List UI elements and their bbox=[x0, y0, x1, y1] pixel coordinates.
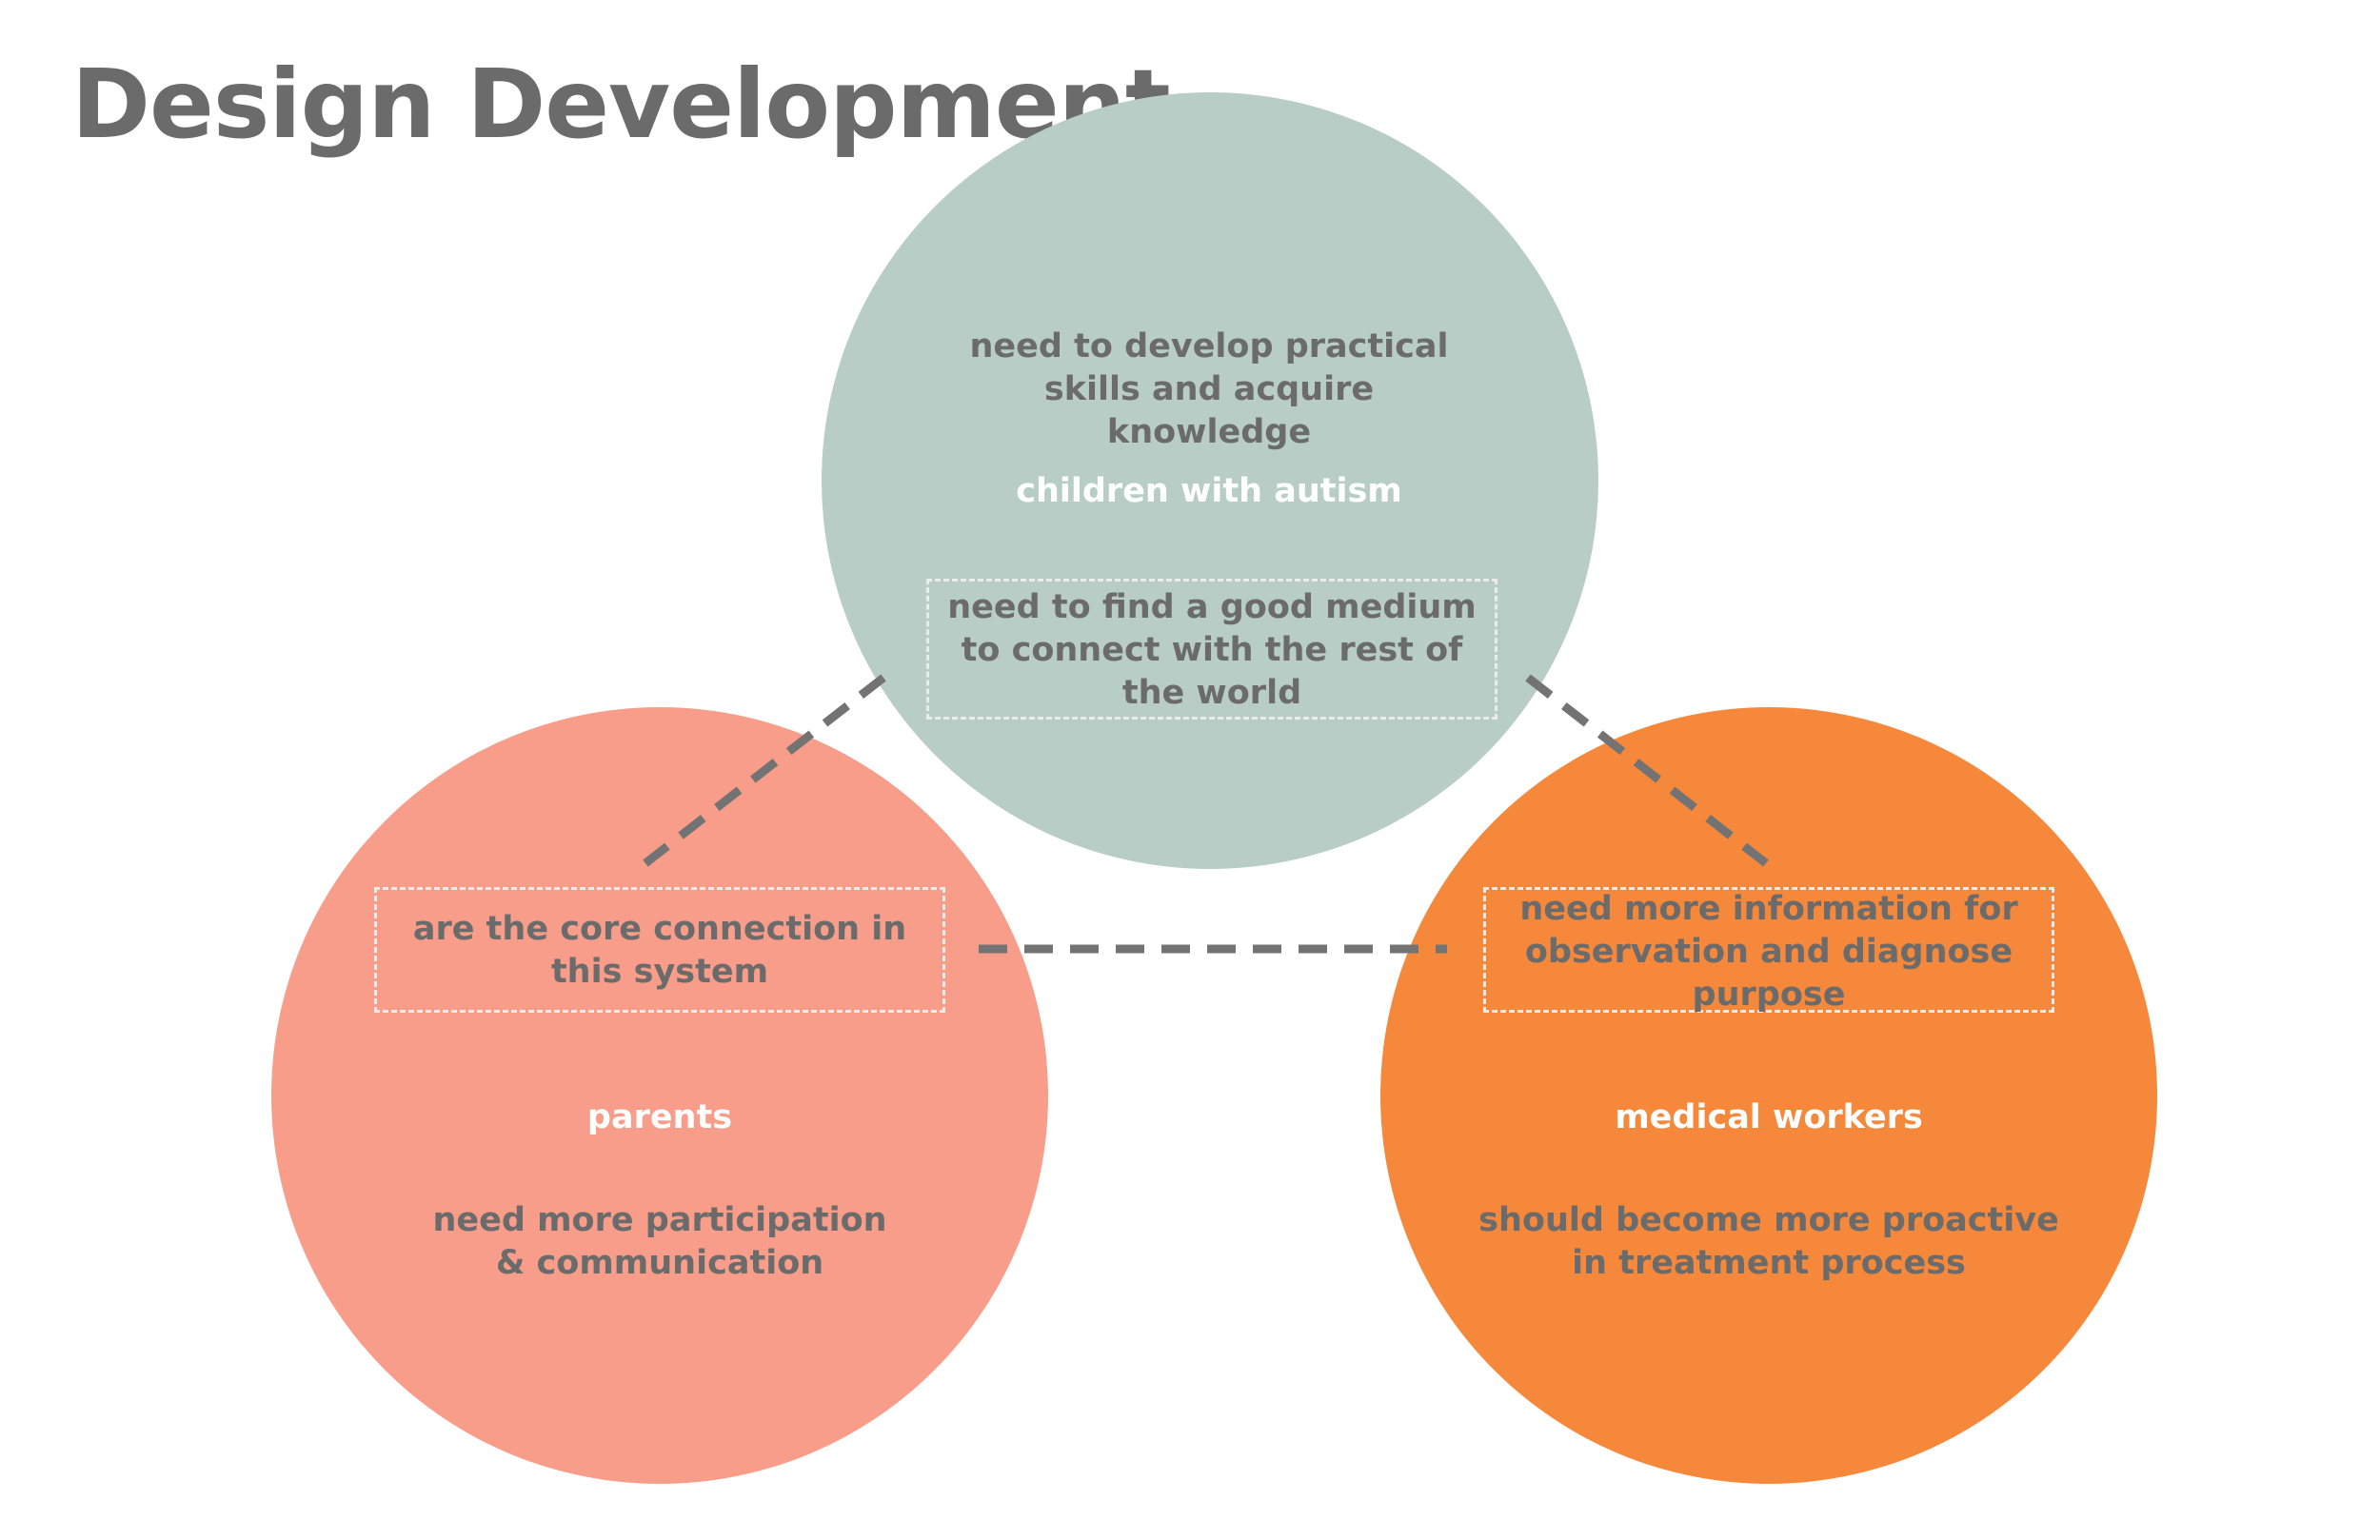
medical-note-box bbox=[1483, 887, 2054, 1013]
parents-boxed-note: are the core connection in this system bbox=[412, 910, 907, 991]
medical-workers-circle bbox=[1380, 707, 2157, 1484]
children-label: children with autism bbox=[1016, 472, 1402, 510]
children-note-box bbox=[926, 579, 1497, 720]
children-need-text: need to develop practical skills and acq… bbox=[969, 327, 1449, 451]
medical-label: medical workers bbox=[1615, 1098, 1923, 1136]
children-circle bbox=[822, 92, 1598, 869]
children-boxed-note: need to find a good medium to connect wi… bbox=[947, 588, 1477, 712]
parents-note-box bbox=[374, 887, 945, 1013]
connector-children-medical bbox=[1525, 674, 1769, 867]
parents-label: parents bbox=[586, 1098, 733, 1136]
parents-circle bbox=[271, 707, 1048, 1484]
medical-boxed-note: need more information for observation an… bbox=[1519, 890, 2018, 1014]
medical-need-text: should become more proactive in treatmen… bbox=[1478, 1201, 2059, 1282]
parents-need-text: need more participation & communication bbox=[432, 1201, 887, 1282]
page-title: Design Development bbox=[71, 49, 1171, 160]
connector-children-parents bbox=[643, 674, 886, 867]
